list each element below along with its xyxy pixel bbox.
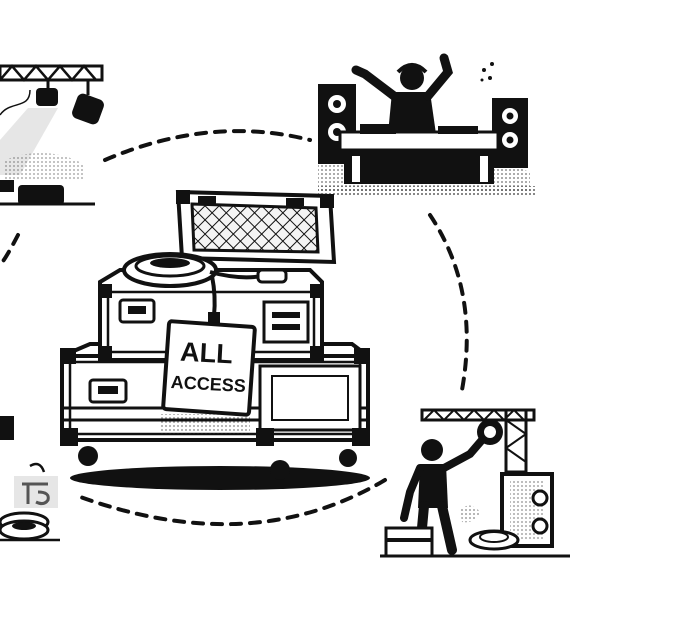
road-cases-icon: ALL ACCESS	[60, 189, 370, 490]
technician-rigging-icon	[380, 408, 570, 558]
cable-reel-icon	[0, 416, 60, 542]
tag-line-1: ALL	[179, 337, 233, 370]
all-access-tag: ALL ACCESS	[161, 319, 257, 417]
dj-booth-icon	[318, 53, 536, 196]
stage-truss-lights-icon	[0, 64, 104, 206]
tag-line-2: ACCESS	[170, 372, 246, 396]
